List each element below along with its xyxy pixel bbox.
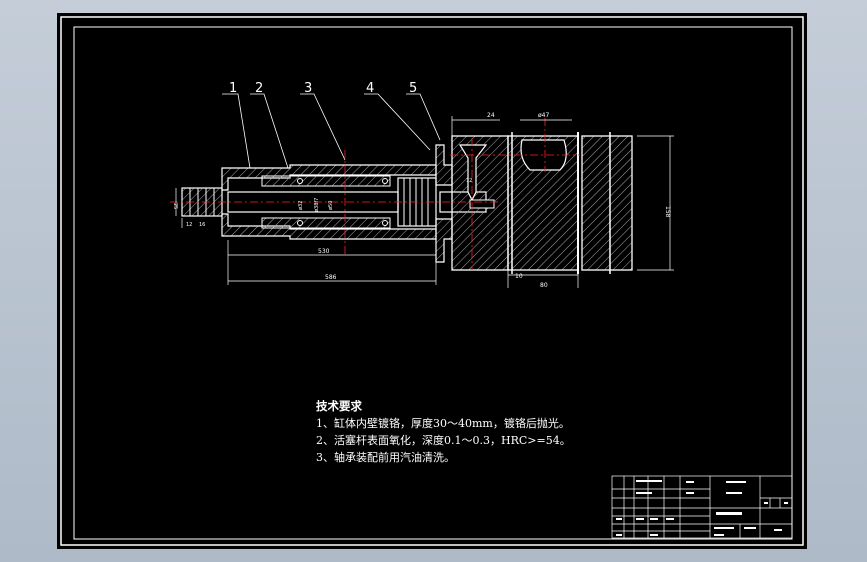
dim-25: 25 bbox=[172, 203, 178, 209]
note-line-3: 3、轴承装配前用汽油清洗。 bbox=[316, 451, 455, 464]
outer-border bbox=[60, 16, 804, 546]
dim-16: 16 bbox=[199, 222, 205, 228]
leader-lines bbox=[222, 93, 441, 169]
title-block bbox=[611, 475, 793, 539]
title-block-marks bbox=[616, 480, 788, 536]
notes-title: 技术要求 bbox=[316, 399, 362, 413]
part-label-3: 3 bbox=[304, 81, 312, 96]
dim-phi50: ø50 bbox=[328, 201, 334, 210]
dim-530: 530 bbox=[318, 248, 330, 255]
housing-bore bbox=[520, 139, 567, 171]
technical-requirements: 技术要求 1、缸体内壁镀铬，厚度30～40mm，镀铬后抛光。 2、活塞杆表面氧化… bbox=[316, 398, 571, 466]
part-label-4: 4 bbox=[366, 81, 374, 96]
housing-assembly bbox=[451, 132, 633, 274]
dim-phi47: ø47 bbox=[538, 112, 549, 119]
spindle-tip bbox=[458, 144, 488, 202]
dim-phi38f7: ø38f7 bbox=[314, 198, 320, 212]
dim-586: 586 bbox=[325, 274, 337, 281]
part-label-2: 2 bbox=[255, 81, 263, 96]
part-label-1: 1 bbox=[229, 81, 237, 96]
dimension-lines bbox=[175, 116, 674, 288]
end-cap bbox=[435, 144, 453, 263]
dim-notch: 12 bbox=[466, 178, 472, 184]
cylinder-wall-top bbox=[221, 164, 437, 191]
cylinder-assembly bbox=[181, 144, 487, 263]
dim-12: 12 bbox=[186, 222, 192, 228]
note-line-2: 2、活塞杆表面氧化，深度0.1～0.3，HRC>=54。 bbox=[316, 434, 571, 447]
dim-158: 158 bbox=[664, 206, 671, 218]
centerlines bbox=[170, 118, 580, 270]
dim-phi32: ø32 bbox=[298, 201, 304, 210]
note-line-1: 1、缸体内壁镀铬，厚度30～40mm，镀铬后抛光。 bbox=[316, 417, 570, 430]
part-label-5: 5 bbox=[409, 81, 417, 96]
housing-block-3 bbox=[581, 135, 633, 271]
dim-80: 80 bbox=[540, 282, 548, 289]
inner-border bbox=[73, 26, 793, 540]
dim-10: 10 bbox=[515, 273, 523, 280]
dim-24: 24 bbox=[487, 112, 495, 119]
